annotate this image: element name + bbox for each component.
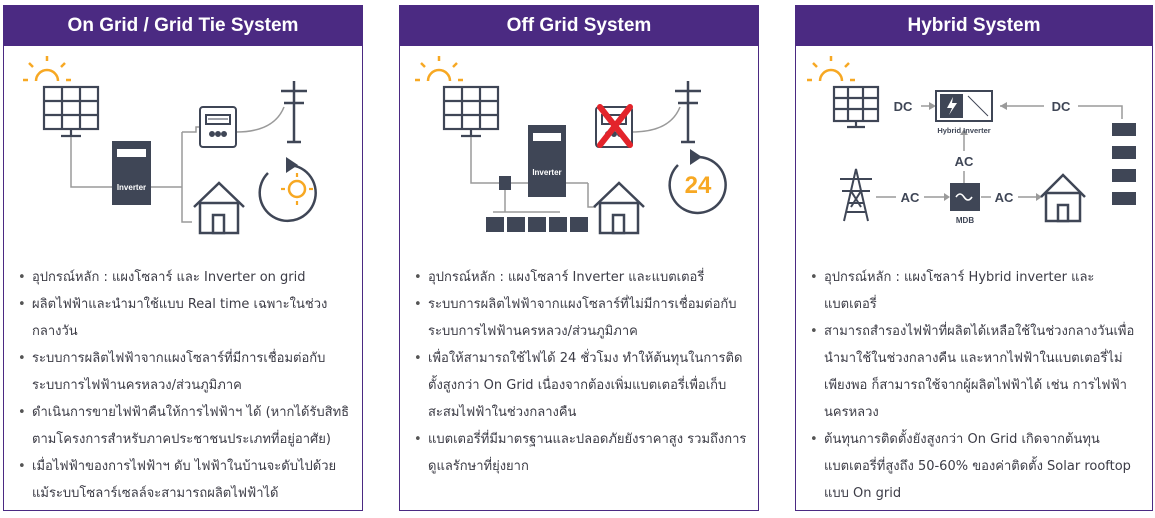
hybrid-diagram: DC DC AC AC AC Hybrid Inverter MDB <box>807 56 1136 225</box>
transmission-tower-icon <box>840 168 872 222</box>
dc-label-left: DC <box>894 99 913 114</box>
battery-stack-icon <box>1112 123 1136 205</box>
ac-label-grid: AC <box>901 190 920 205</box>
off-grid-bullets: อุปกรณ์หลัก : แผงโซลาร์ Inverter และแบตเ… <box>414 264 748 480</box>
hybrid-inverter-icon: Hybrid Inverter <box>935 90 993 135</box>
sun-icon <box>415 56 463 82</box>
inverter-icon: Inverter <box>528 125 566 197</box>
svg-text:Hybrid Inverter: Hybrid Inverter <box>937 126 990 135</box>
flow-arrows <box>876 105 1123 198</box>
on-grid-bullets: อุปกรณ์หลัก : แผงโซลาร์ และ Inverter on … <box>18 264 352 507</box>
svg-text:24: 24 <box>685 172 712 199</box>
off-grid-card: Off Grid System Inverter <box>399 5 759 511</box>
hybrid-bullets: อุปกรณ์หลัก : แผงโซลาร์ Hybrid inverter … <box>810 264 1142 507</box>
list-item: แบตเตอรี่ที่มีมาตรฐานและปลอดภัยยังราคาสู… <box>414 426 748 480</box>
on-grid-diagram: Inverter <box>23 56 317 235</box>
svg-text:MDB: MDB <box>956 216 974 225</box>
hybrid-card: Hybrid System <box>795 5 1153 511</box>
battery-bank-icon <box>486 217 588 232</box>
meter-icon <box>199 106 237 148</box>
list-item: ดำเนินการขายไฟฟ้าคืนให้การไฟฟ้าฯ ได้ (หา… <box>18 399 352 453</box>
off-grid-diagram: Inverter 24 <box>415 56 727 235</box>
list-item: เมื่อไฟฟ้าของการไฟฟ้าฯ ดับ ไฟฟ้าในบ้านจะ… <box>18 453 352 507</box>
solar-panel-icon <box>442 85 500 138</box>
svg-text:Inverter: Inverter <box>532 168 561 177</box>
list-item: เพื่อให้สามารถใช้ไฟได้ 24 ชั่วโมง ทำให้ต… <box>414 345 748 426</box>
24-hours-icon: 24 <box>668 149 727 215</box>
sun-icon <box>807 56 855 82</box>
list-item: ระบบการผลิตไฟฟ้าจากแผงโซลาร์ที่ไม่มีการเ… <box>414 291 748 345</box>
house-icon <box>1040 173 1086 223</box>
list-item: อุปกรณ์หลัก : แผงโซลาร์ Inverter และแบตเ… <box>414 264 748 291</box>
list-item: อุปกรณ์หลัก : แผงโซลาร์ Hybrid inverter … <box>810 264 1142 318</box>
on-grid-title: On Grid / Grid Tie System <box>4 6 362 46</box>
list-item: ต้นทุนการติดตั้งยังสูงกว่า On Grid เกิดจ… <box>810 426 1142 507</box>
disconnect-x-icon <box>597 104 633 148</box>
ac-label-house: AC <box>995 190 1014 205</box>
hybrid-title: Hybrid System <box>796 6 1152 46</box>
solar-panel-icon <box>42 85 100 138</box>
wiring-lines <box>70 106 285 223</box>
arrow-heads <box>929 102 1042 201</box>
inverter-icon: Inverter <box>112 141 151 205</box>
list-item: อุปกรณ์หลัก : แผงโซลาร์ และ Inverter on … <box>18 264 352 291</box>
off-grid-title: Off Grid System <box>400 6 758 46</box>
on-grid-card: On Grid / Grid Tie System Inverter <box>3 5 363 511</box>
charge-controller-icon <box>499 176 511 190</box>
house-icon <box>193 181 245 235</box>
wiring-lines <box>470 106 681 213</box>
sun-icon <box>23 56 71 82</box>
solar-panel-icon <box>832 85 880 129</box>
svg-text:Inverter: Inverter <box>117 183 146 192</box>
list-item: ผลิตไฟฟ้าและนำมาใช้แบบ Real time เฉพาะใน… <box>18 291 352 345</box>
power-pole-icon <box>675 81 701 144</box>
dc-label-right: DC <box>1052 99 1071 114</box>
cycle-sun-icon <box>258 157 317 223</box>
list-item: ระบบการผลิตไฟฟ้าจากแผงโซลาร์ที่มีการเชื่… <box>18 345 352 399</box>
house-icon <box>593 181 645 235</box>
mdb-icon: MDB <box>950 183 980 225</box>
ac-label-vertical: AC <box>955 154 974 169</box>
list-item: สามารถสำรองไฟฟ้าที่ผลิตได้เหลือใช้ในช่วง… <box>810 318 1142 426</box>
power-pole-icon <box>281 81 307 144</box>
